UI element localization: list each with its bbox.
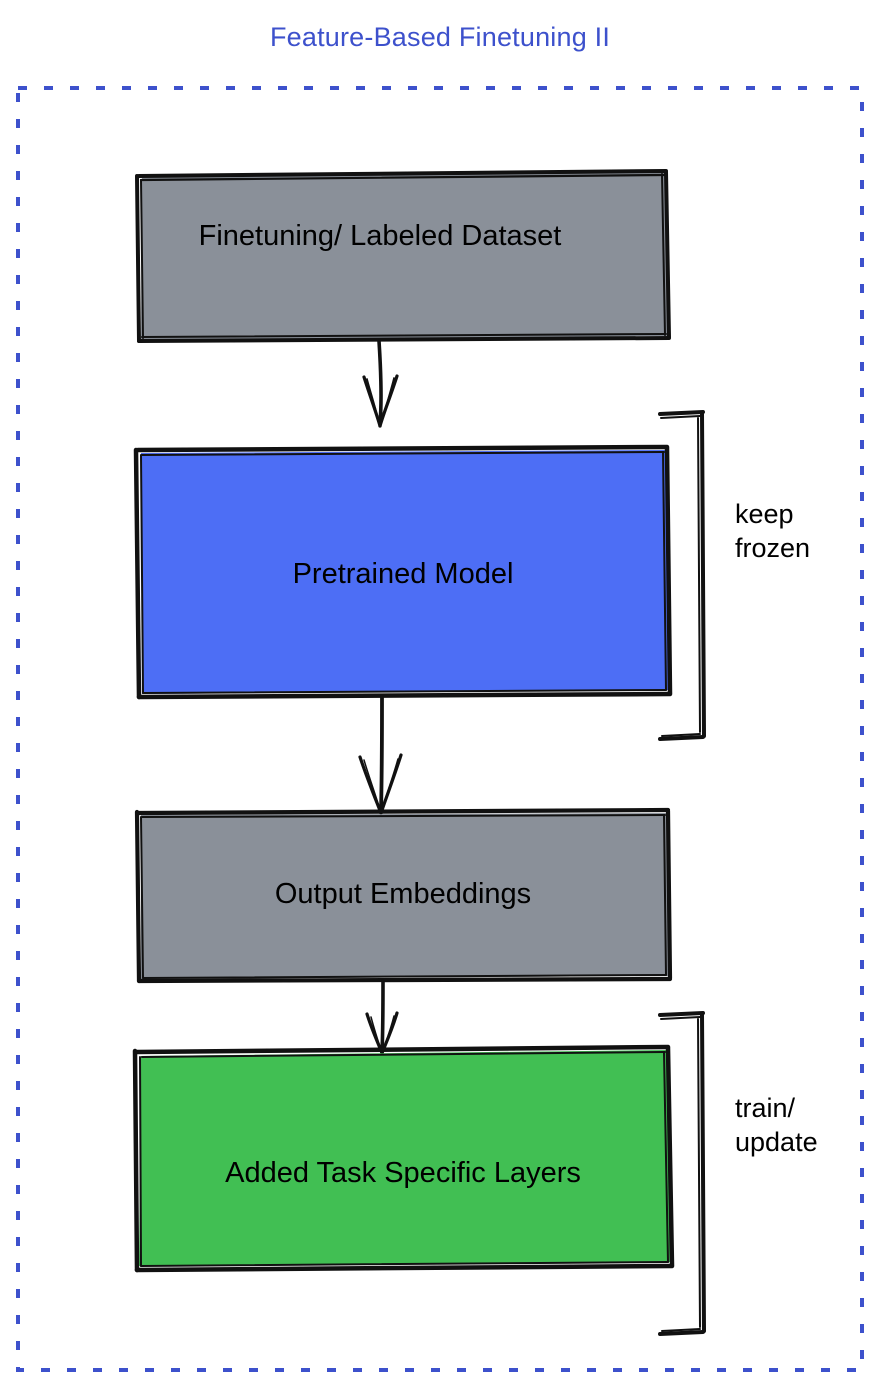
diagram-outer-border <box>16 86 864 1372</box>
bracket-label-train-update: train/update <box>735 1091 818 1159</box>
bracket-keep-frozen <box>658 410 706 741</box>
node-output-embeddings[interactable] <box>134 807 673 984</box>
page-title: Feature-Based Finetuning II <box>269 22 611 52</box>
edge-model-to-embeddings-arrow <box>358 695 403 815</box>
node-finetuning-dataset[interactable] <box>135 169 671 343</box>
bracket-label-train-update-line1: train/ <box>735 1093 796 1123</box>
node-pretrained-model[interactable] <box>133 444 673 700</box>
node-task-specific-layers[interactable] <box>132 1044 675 1273</box>
edge-embeddings-to-layers-arrow <box>365 979 399 1055</box>
bracket-label-keep-frozen-line2: frozen <box>735 533 811 563</box>
edge-dataset-to-model-arrow <box>362 339 399 428</box>
bracket-label-train-update-line2: update <box>735 1127 818 1157</box>
bracket-label-keep-frozen-line1: keep <box>735 499 794 529</box>
bracket-label-keep-frozen: keep frozen <box>735 497 810 565</box>
bracket-train-update <box>658 1011 706 1336</box>
